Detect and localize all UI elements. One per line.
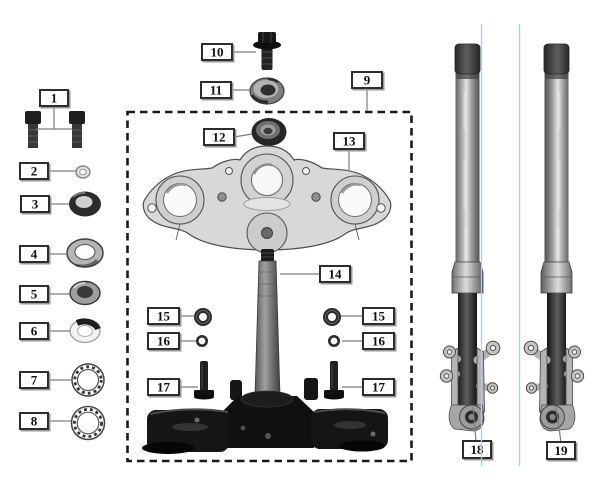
callout-1-number: 1 <box>51 91 58 106</box>
ball-bearing-lower-drawing <box>70 405 106 441</box>
leader-lines <box>36 51 562 443</box>
callout-13: 13 <box>333 132 367 152</box>
small-washer-drawing <box>75 165 91 179</box>
callout-14: 14 <box>319 265 353 285</box>
leader-18 <box>472 406 477 442</box>
callout-6-number: 6 <box>31 324 38 339</box>
callout-17-right: 17 <box>362 378 397 398</box>
leader-12 <box>233 133 253 138</box>
callout-19: 19 <box>546 441 578 462</box>
callout-17-right-number: 17 <box>372 380 386 395</box>
vertical-guide-lines <box>480 24 521 466</box>
callout-9: 9 <box>351 71 385 91</box>
callout-14-number: 14 <box>329 267 343 282</box>
callout-17-left-number: 17 <box>157 380 171 395</box>
lower-triple-clamp-drawing <box>142 378 388 454</box>
o-ring-left <box>196 334 209 347</box>
callout-13-number: 13 <box>343 134 357 149</box>
callout-15-left-number: 15 <box>157 309 171 324</box>
callout-4: 4 <box>19 245 51 265</box>
upper-triple-clamp-drawing <box>142 145 392 254</box>
ball-bearing-upper-drawing <box>71 363 105 397</box>
o-ring-right <box>327 334 340 347</box>
leader-1 <box>36 106 72 130</box>
oil-seal-drawing <box>69 191 101 217</box>
seal-ring-drawing <box>69 318 101 344</box>
callout-16-right-number: 16 <box>372 334 386 349</box>
callout-11-number: 11 <box>210 83 222 98</box>
callout-10: 10 <box>201 43 235 63</box>
callout-3: 3 <box>20 195 52 215</box>
washer-ring-left <box>194 308 212 326</box>
bearing-race-drawing <box>69 280 101 306</box>
steering-stem-nut-drawing <box>249 77 285 105</box>
callout-2-number: 2 <box>31 164 38 179</box>
leader-19 <box>555 406 562 443</box>
front-fork-right-drawing <box>524 44 584 431</box>
callout-2: 2 <box>19 162 51 182</box>
callout-16-left-number: 16 <box>157 334 171 349</box>
callout-5-number: 5 <box>31 287 38 302</box>
callout-12-number: 12 <box>213 130 226 145</box>
front-fork-left-drawing <box>440 44 500 431</box>
pinch-bolt-left <box>194 361 214 400</box>
assembly-dashed-box <box>126 110 413 463</box>
callout-9-number: 9 <box>364 73 371 88</box>
callout-16-right: 16 <box>362 332 397 352</box>
callout-3-number: 3 <box>32 197 39 212</box>
callout-15-right-number: 15 <box>372 309 386 324</box>
callout-18-number: 18 <box>471 442 485 457</box>
callout-7-number: 7 <box>31 373 38 388</box>
callout-8-number: 8 <box>31 414 38 429</box>
callout-1: 1 <box>39 89 71 109</box>
callout-18: 18 <box>462 440 494 461</box>
hex-bolt-pair-drawing <box>25 111 85 148</box>
callout-8: 8 <box>19 412 51 432</box>
callout-19-number: 19 <box>555 443 569 458</box>
callout-5: 5 <box>19 285 51 305</box>
steering-stem-drawing <box>254 249 281 397</box>
callout-10-number: 10 <box>211 45 224 60</box>
upper-dust-seal-drawing <box>251 118 287 146</box>
callout-12: 12 <box>203 128 237 148</box>
callout-6: 6 <box>19 322 51 342</box>
bearing-outer-race-drawing <box>66 238 104 268</box>
callout-16-left: 16 <box>147 332 182 352</box>
callout-4-number: 4 <box>31 247 38 262</box>
pinch-bolt-right <box>324 361 344 400</box>
callout-11: 11 <box>200 81 234 101</box>
callout-7: 7 <box>19 371 51 391</box>
callout-17-left: 17 <box>147 378 182 398</box>
callout-15-left: 15 <box>147 307 182 327</box>
callout-15-right: 15 <box>362 307 397 327</box>
flange-bolt-drawing <box>253 32 281 70</box>
washer-ring-right <box>323 308 341 326</box>
